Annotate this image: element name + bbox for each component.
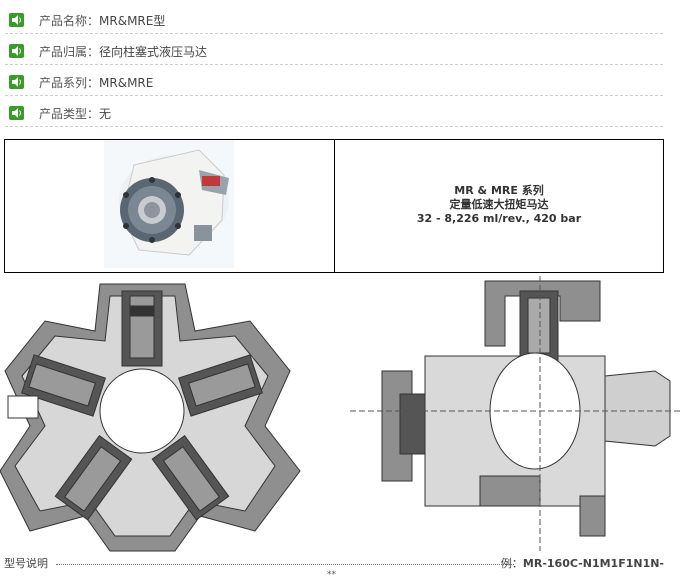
info-row-series: 产品系列：MR&MRE [5, 69, 663, 96]
info-value: 无 [99, 107, 112, 121]
info-label: 产品系列： [39, 76, 100, 90]
speaker-icon [9, 106, 24, 120]
motor-cross-section-drawing [0, 276, 690, 554]
speaker-icon [9, 44, 24, 58]
model-footer: 型号说明 例：MR-160C-N1M1F1N1N- [4, 553, 664, 571]
description-line-3: 32 - 8,226 ml/rev., 420 bar [416, 212, 582, 225]
description-line-1: MR & MRE 系列 [454, 184, 544, 197]
speaker-icon [9, 13, 24, 27]
table-divider [334, 140, 335, 272]
info-value: 径向柱塞式液压马达 [99, 45, 208, 59]
example-code: MR-160C-N1M1F1N1N- [522, 557, 664, 570]
info-row-category: 产品归属：径向柱塞式液压马达 [5, 38, 663, 65]
info-label: 产品归属： [39, 45, 100, 59]
info-row-type: 产品类型：无 [5, 100, 663, 127]
description-line-2: 定量低速大扭矩马达 [449, 198, 549, 211]
footer-tail: ** [327, 570, 336, 580]
info-label: 产品名称： [39, 14, 100, 28]
info-row-name: 产品名称：MR&MRE型 [5, 7, 663, 34]
model-description-label: 型号说明 [4, 557, 48, 570]
side-view [350, 276, 680, 551]
dotted-leader [56, 564, 514, 565]
example-prefix: 例： [500, 557, 523, 570]
motor-photo [104, 140, 234, 268]
info-label: 产品类型： [39, 107, 100, 121]
info-value: MR&MRE [99, 76, 154, 90]
info-value: MR&MRE型 [99, 14, 166, 28]
model-example: 例：MR-160C-N1M1F1N1N- [501, 555, 664, 571]
product-table: MR & MRE 系列 定量低速大扭矩马达 32 - 8,226 ml/rev.… [4, 139, 664, 273]
product-description: MR & MRE 系列 定量低速大扭矩马达 32 - 8,226 ml/rev.… [335, 184, 663, 226]
speaker-icon [9, 75, 24, 89]
radial-view [0, 283, 301, 552]
